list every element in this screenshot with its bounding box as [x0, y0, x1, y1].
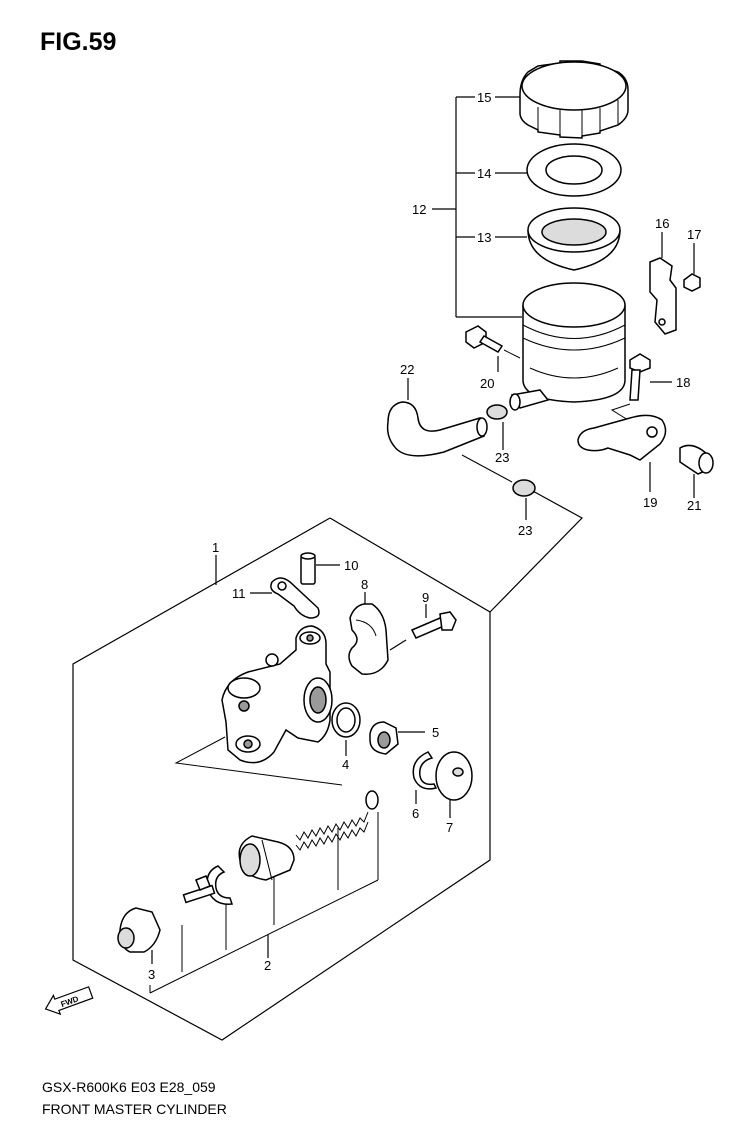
- callout-22: 22: [400, 362, 414, 377]
- piston-spring: [238, 790, 379, 881]
- circlip-6: [412, 751, 438, 804]
- callout-16: 16: [655, 216, 669, 231]
- callout-12: 12: [412, 202, 426, 217]
- callout-19: 19: [643, 495, 657, 510]
- bleeder-10: [300, 552, 340, 585]
- callout-23-lower: 23: [518, 523, 532, 538]
- o-ring-4: [331, 702, 361, 756]
- assembly-outline: [72, 483, 583, 1041]
- bolt-9: [410, 604, 457, 639]
- reservoir-tank: [509, 282, 626, 411]
- bolt-18: [610, 353, 672, 421]
- screw-17: [683, 243, 701, 292]
- bolt-20: [465, 325, 521, 359]
- callout-13: 13: [477, 230, 491, 245]
- callout-8: 8: [361, 577, 368, 592]
- callout-11: 11: [232, 586, 246, 601]
- callout-20: 20: [480, 376, 494, 391]
- callout-17: 17: [687, 227, 701, 242]
- callout-23-upper: 23: [495, 450, 509, 465]
- callout-5: 5: [432, 725, 439, 740]
- callout-1: 1: [212, 540, 219, 555]
- model-code: GSX-R600K6 E03 E28_059: [42, 1079, 216, 1095]
- callout-18: 18: [676, 375, 690, 390]
- callout-2: 2: [264, 958, 271, 973]
- figure-description: FRONT MASTER CYLINDER: [42, 1101, 227, 1117]
- callout-labels: 1 2 3 4 5 6 7 8 9 10 11 12 13 14 15 16 1…: [148, 90, 701, 982]
- clamp-23-lower: [461, 454, 536, 520]
- holder-19: [577, 414, 667, 492]
- leader-lines: [215, 356, 499, 958]
- fwd-arrow-icon: FWD: [44, 986, 94, 1016]
- reservoir-hose: [386, 378, 488, 457]
- cushion-21: [679, 444, 714, 498]
- push-rod: [182, 875, 216, 904]
- dust-boot-3: [117, 907, 161, 964]
- reservoir-diaphragm: [527, 207, 621, 271]
- callout-15: 15: [477, 90, 491, 105]
- piston-guide-lines: [149, 736, 379, 994]
- washer-7: [435, 751, 473, 818]
- callout-10: 10: [344, 558, 358, 573]
- holder-8: [348, 592, 407, 675]
- callout-4: 4: [342, 757, 349, 772]
- boot-5: [369, 721, 425, 755]
- callout-6: 6: [412, 806, 419, 821]
- bracket-16: [649, 232, 677, 335]
- reservoir-cap: [519, 60, 629, 139]
- clamp-23-upper: [486, 404, 508, 450]
- figure-title: FIG.59: [40, 28, 117, 56]
- reservoir-plate: [526, 143, 622, 197]
- reservoir-group-bracket: [432, 96, 528, 318]
- callout-7: 7: [446, 820, 453, 835]
- callout-14: 14: [477, 166, 491, 181]
- callout-21: 21: [687, 498, 701, 513]
- piston-circlip: [206, 865, 234, 905]
- master-cylinder-body: [221, 625, 333, 764]
- cap-11: [250, 577, 320, 619]
- callout-3: 3: [148, 967, 155, 982]
- callout-9: 9: [422, 590, 429, 605]
